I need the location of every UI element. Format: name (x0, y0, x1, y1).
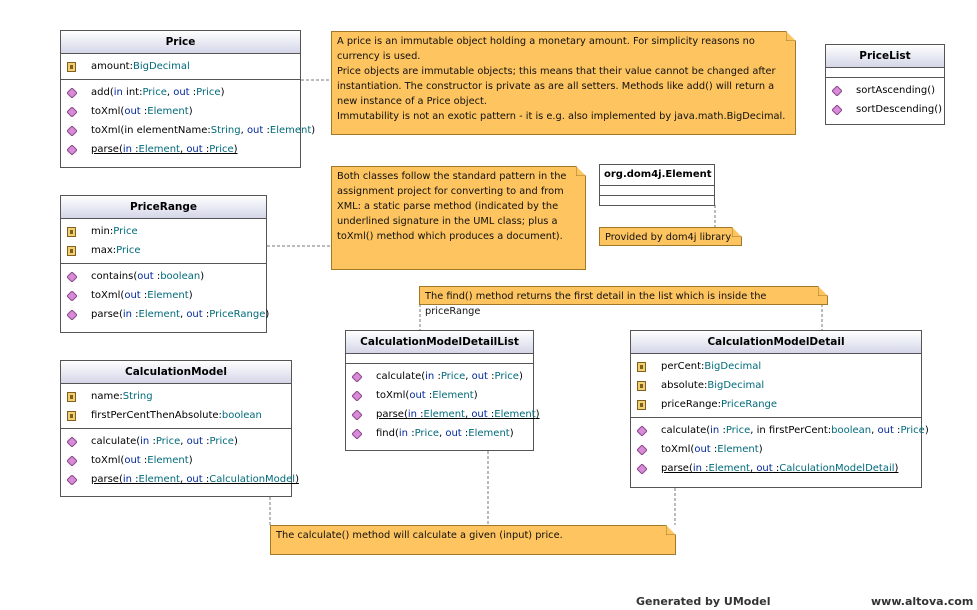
detaillist-class[interactable]: CalculationModelDetailList calculate(in … (345, 330, 540, 451)
operation-icon (352, 372, 362, 382)
operation-icon (67, 475, 77, 485)
pricelist-op-sortdescending[interactable]: sortDescending() (826, 100, 944, 119)
private-attribute-icon (637, 381, 646, 391)
operation-icon (832, 105, 842, 115)
operation-icon (67, 107, 77, 117)
operation-icon (352, 429, 362, 439)
detail-operations: calculate(in :Price, in firstPerCent:boo… (631, 418, 929, 481)
detaillist-operations: calculate(in :Price, out :Price) toXml(o… (346, 364, 540, 446)
operation-icon (67, 126, 77, 136)
pricerange-op-parse[interactable]: parse(in :Element, out :PriceRange) (61, 305, 269, 324)
private-attribute-icon (67, 411, 76, 421)
price-attr-amount[interactable]: amount:BigDecimal (61, 57, 300, 76)
pattern-note: Both classes follow the standard pattern… (331, 166, 586, 270)
detaillist-op-find[interactable]: find(in :Price, out :Element) (346, 424, 533, 443)
dom4j-note: Provided by dom4j library (599, 227, 742, 246)
dom4j-attributes (600, 186, 714, 196)
detaillist-op-parse[interactable]: parse(in :Element, out :Element) (346, 405, 540, 424)
note-fold-icon (786, 31, 796, 41)
calculate-note: The calculate() method will calculate a … (270, 525, 676, 555)
operation-icon (637, 464, 647, 474)
pricerange-operations: contains(out :boolean) toXml(out :Elemen… (61, 264, 269, 327)
price-op-add[interactable]: add(in int:Price, out :Price) (61, 83, 300, 102)
dom4j-element-class[interactable]: org.dom4j.Element (599, 164, 715, 206)
generated-by-label: Generated by UModel (636, 595, 771, 608)
detaillist-attributes (346, 354, 533, 364)
pricerange-class-title: PriceRange (61, 196, 266, 219)
pricerange-attributes: min:Price max:Price (61, 219, 266, 264)
pricelist-class[interactable]: PriceList sortAscending() sortDescending… (825, 44, 945, 125)
private-attribute-icon (67, 246, 76, 256)
price-op-toxml-element-name[interactable]: toXml(in elementName:String, out :Elemen… (61, 121, 315, 140)
private-attribute-icon (637, 362, 646, 372)
detail-op-toxml[interactable]: toXml(out :Element) (631, 440, 921, 459)
operation-icon (67, 88, 77, 98)
detail-attr-absolute[interactable]: absolute:BigDecimal (631, 376, 921, 395)
altova-site-link[interactable]: www.altova.com (871, 595, 974, 608)
detail-class[interactable]: CalculationModelDetail perCent:BigDecima… (630, 330, 929, 488)
private-attribute-icon (67, 227, 76, 237)
calculationmodel-op-toxml[interactable]: toXml(out :Element) (61, 451, 291, 470)
private-attribute-icon (67, 62, 76, 72)
find-note: The find() method returns the first deta… (419, 286, 828, 317)
price-class-title: Price (61, 31, 300, 54)
calculationmodel-op-parse[interactable]: parse(in :Element, out :CalculationModel… (61, 470, 299, 489)
pricelist-operations: sortAscending() sortDescending() (826, 78, 944, 122)
note-fold-icon (576, 166, 586, 176)
operation-icon (637, 426, 647, 436)
private-attribute-icon (67, 392, 76, 402)
price-op-parse[interactable]: parse(in :Element, out :Price) (61, 140, 300, 159)
detail-op-parse[interactable]: parse(in :Element, out :CalculationModel… (631, 459, 921, 478)
pricelist-class-title: PriceList (826, 45, 944, 68)
pricelist-attributes (826, 68, 944, 78)
operation-icon (67, 145, 77, 155)
detaillist-op-toxml[interactable]: toXml(out :Element) (346, 386, 533, 405)
detail-attr-pricerange[interactable]: priceRange:PriceRange (631, 395, 921, 414)
operation-icon (67, 437, 77, 447)
detail-class-title: CalculationModelDetail (631, 331, 921, 354)
pricerange-op-contains[interactable]: contains(out :boolean) (61, 267, 266, 286)
calculationmodel-attributes: name:String firstPerCentThenAbsolute:boo… (61, 384, 291, 429)
detaillist-op-calculate[interactable]: calculate(in :Price, out :Price) (346, 367, 533, 386)
pricerange-op-toxml[interactable]: toXml(out :Element) (61, 286, 266, 305)
calculationmodel-attr-name[interactable]: name:String (61, 387, 291, 406)
calculationmodel-op-calculate[interactable]: calculate(in :Price, out :Price) (61, 432, 291, 451)
calculationmodel-class[interactable]: CalculationModel name:String firstPerCen… (60, 360, 299, 497)
calculationmodel-operations: calculate(in :Price, out :Price) toXml(o… (61, 429, 299, 492)
calculationmodel-class-title: CalculationModel (61, 361, 291, 384)
operation-icon (352, 391, 362, 401)
pricerange-attr-min[interactable]: min:Price (61, 222, 266, 241)
price-operations: add(in int:Price, out :Price) toXml(out … (61, 80, 315, 162)
operation-icon (352, 410, 362, 420)
note-fold-icon (818, 286, 828, 296)
pricerange-attr-max[interactable]: max:Price (61, 241, 266, 260)
price-op-toxml[interactable]: toXml(out :Element) (61, 102, 300, 121)
price-class[interactable]: Price amount:BigDecimal add(in int:Price… (60, 30, 315, 168)
detail-attr-percent[interactable]: perCent:BigDecimal (631, 357, 921, 376)
pricerange-class[interactable]: PriceRange min:Price max:Price contains(… (60, 195, 269, 333)
detail-attributes: perCent:BigDecimal absolute:BigDecimal p… (631, 354, 921, 418)
operation-icon (67, 310, 77, 320)
private-attribute-icon (637, 400, 646, 410)
operation-icon (637, 445, 647, 455)
detaillist-class-title: CalculationModelDetailList (346, 331, 533, 354)
note-fold-icon (666, 525, 676, 535)
dom4j-element-title: org.dom4j.Element (600, 165, 714, 186)
calculationmodel-attr-firstpercent[interactable]: firstPerCentThenAbsolute:boolean (61, 406, 291, 425)
detail-op-calculate[interactable]: calculate(in :Price, in firstPerCent:boo… (631, 421, 929, 440)
operation-icon (832, 86, 842, 96)
pricelist-op-sortascending[interactable]: sortAscending() (826, 81, 944, 100)
note-fold-icon (732, 227, 742, 237)
price-note: A price is an immutable object holding a… (331, 31, 796, 135)
operation-icon (67, 456, 77, 466)
operation-icon (67, 291, 77, 301)
price-attributes: amount:BigDecimal (61, 54, 300, 80)
operation-icon (67, 272, 77, 282)
